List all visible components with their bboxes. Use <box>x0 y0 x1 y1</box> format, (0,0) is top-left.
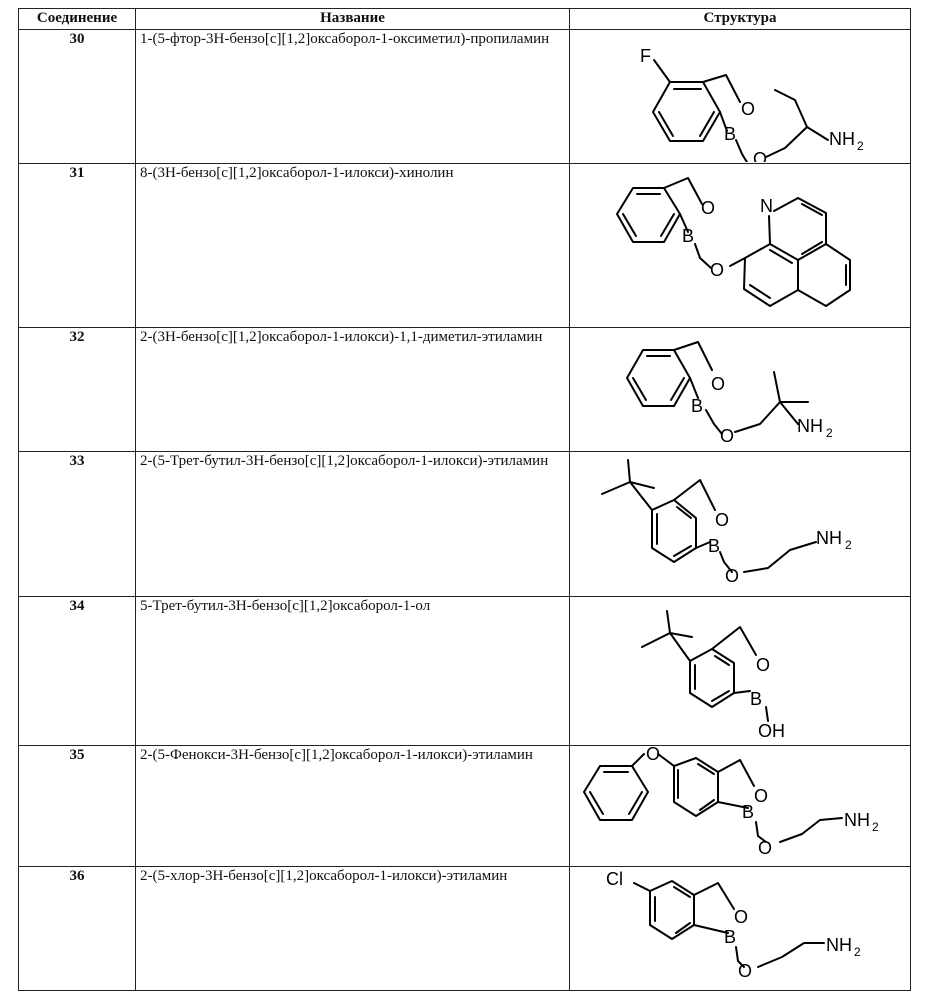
header-structure: Структура <box>570 9 911 30</box>
atom-label: 2 <box>872 820 879 834</box>
structure-drawing: O O B O NH 2 <box>570 746 909 865</box>
atom-label: F <box>640 46 651 66</box>
atom-label: O <box>720 426 734 446</box>
structure-cell: O N B O <box>570 164 911 328</box>
compound-number: 35 <box>19 746 136 867</box>
atom-label: O <box>710 260 724 280</box>
header-name: Название <box>136 9 570 30</box>
atom-label: O <box>754 786 768 806</box>
compound-number: 31 <box>19 164 136 328</box>
atom-label: NH <box>816 528 842 548</box>
atom-label: 2 <box>854 945 861 959</box>
atom-label: B <box>691 396 703 416</box>
atom-label: O <box>734 907 748 927</box>
compound-number: 34 <box>19 597 136 746</box>
compound-name: 2-(5-Фенокси-3H-бензо[c][1,2]оксаборол-1… <box>136 746 570 867</box>
header-row: Соединение Название Структура <box>19 9 911 30</box>
atom-label: O <box>738 961 752 981</box>
atom-label: 2 <box>826 426 833 440</box>
atom-label: NH <box>829 129 855 149</box>
structure-drawing: F O B O NH 2 <box>570 30 909 162</box>
atom-label: O <box>753 149 767 162</box>
compound-name: 2-(3H-бензо[c][1,2]оксаборол-1-илокси)-1… <box>136 328 570 452</box>
atom-label: O <box>701 198 715 218</box>
atom-label: B <box>742 802 754 822</box>
atom-label: O <box>711 374 725 394</box>
atom-label: B <box>682 226 694 246</box>
atom-label: OH <box>758 721 785 741</box>
table-row: 35 2-(5-Фенокси-3H-бензо[c][1,2]оксаборо… <box>19 746 911 867</box>
atom-label: N <box>760 196 773 216</box>
compound-name: 2-(5-Трет-бутил-3H-бензо[c][1,2]оксаборо… <box>136 452 570 597</box>
table-row: 30 1-(5-фтор-3H-бензо[c][1,2]оксаборол-1… <box>19 30 911 164</box>
atom-label: B <box>724 124 736 144</box>
atom-label: O <box>758 838 772 858</box>
structure-cell: F O B O NH 2 <box>570 30 911 164</box>
structure-drawing: O N B O <box>570 164 909 326</box>
structure-drawing: O NH 2 B O <box>570 452 909 595</box>
compound-name: 1-(5-фтор-3H-бензо[c][1,2]оксаборол-1-ок… <box>136 30 570 164</box>
structure-cell: O O B O NH 2 <box>570 746 911 867</box>
atom-label: B <box>708 536 720 556</box>
structure-drawing: O B OH <box>570 597 909 744</box>
atom-label: Cl <box>606 869 623 889</box>
compounds-table: Соединение Название Структура 30 1-(5-фт… <box>18 8 911 991</box>
structure-cell: O NH 2 B O <box>570 452 911 597</box>
compound-number: 33 <box>19 452 136 597</box>
compound-name: 5-Трет-бутил-3H-бензо[c][1,2]оксаборол-1… <box>136 597 570 746</box>
structure-cell: O B O NH 2 <box>570 328 911 452</box>
compound-name: 2-(5-хлор-3H-бензо[c][1,2]оксаборол-1-ил… <box>136 867 570 991</box>
table-row: 33 2-(5-Трет-бутил-3H-бензо[c][1,2]оксаб… <box>19 452 911 597</box>
atom-label: O <box>725 566 739 586</box>
atom-label: NH <box>844 810 870 830</box>
atom-label: NH <box>826 935 852 955</box>
structure-drawing: Cl O B O NH 2 <box>570 867 909 989</box>
header-compound: Соединение <box>19 9 136 30</box>
compound-number: 36 <box>19 867 136 991</box>
compound-number: 32 <box>19 328 136 452</box>
atom-label: B <box>724 927 736 947</box>
atom-label: O <box>741 99 755 119</box>
structure-cell: O B OH <box>570 597 911 746</box>
atom-label: O <box>756 655 770 675</box>
atom-label: O <box>646 746 660 764</box>
atom-label: 2 <box>857 139 864 153</box>
structure-cell: Cl O B O NH 2 <box>570 867 911 991</box>
table-row: 34 5-Трет-бутил-3H-бензо[c][1,2]оксаборо… <box>19 597 911 746</box>
atom-label: O <box>715 510 729 530</box>
structure-drawing: O B O NH 2 <box>570 328 909 450</box>
table-row: 32 2-(3H-бензо[c][1,2]оксаборол-1-илокси… <box>19 328 911 452</box>
table-row: 31 8-(3H-бензо[c][1,2]оксаборол-1-илокси… <box>19 164 911 328</box>
atom-label: B <box>750 689 762 709</box>
table-row: 36 2-(5-хлор-3H-бензо[c][1,2]оксаборол-1… <box>19 867 911 991</box>
atom-label: NH <box>797 416 823 436</box>
compound-number: 30 <box>19 30 136 164</box>
atom-label: 2 <box>845 538 852 552</box>
compound-name: 8-(3H-бензо[c][1,2]оксаборол-1-илокси)-х… <box>136 164 570 328</box>
